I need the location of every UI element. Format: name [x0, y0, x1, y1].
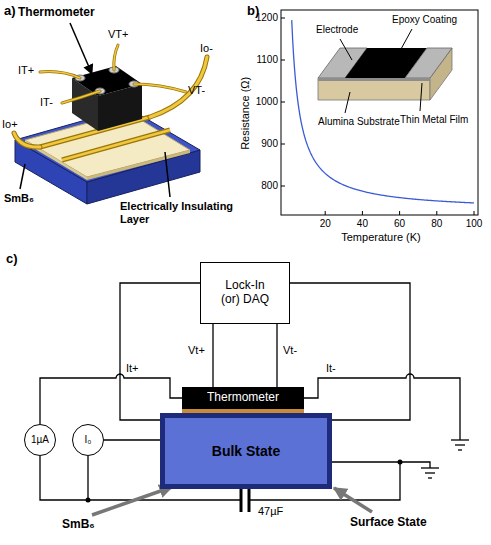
signal-label: IT+ [18, 64, 34, 77]
signal-label: Vt- [283, 344, 297, 357]
thermometer-box: Thermometer [182, 387, 304, 409]
chart-frame [281, 10, 478, 215]
wire [212, 324, 213, 387]
node-text: 1µA [31, 434, 49, 446]
leader-lines [20, 23, 170, 197]
node-text: Bulk State [212, 443, 280, 459]
node-text: Thermometer [207, 391, 279, 405]
signal-label: It- [326, 362, 336, 375]
tick-label: 20 [320, 218, 331, 230]
thermometer-inset [318, 29, 452, 113]
ground-symbol [421, 440, 469, 478]
sample-block: Bulk State [160, 413, 332, 489]
panel-label: c) [6, 252, 18, 267]
lock-in-box: Lock-In (or) DAQ [200, 262, 290, 324]
signal-label: Io+ [2, 118, 18, 131]
signal-label: It+ [126, 362, 139, 375]
callout-label: Electrically Insulating Layer [120, 200, 248, 225]
wire [276, 324, 277, 387]
current-source: 1µA [24, 424, 56, 456]
axis-title: Resistance (Ω) [240, 76, 253, 149]
callout-label: Thermometer [18, 6, 95, 20]
axis-title: Temperature (K) [341, 231, 420, 244]
tick-label: 800 [261, 180, 278, 192]
callout-label: Electrode [316, 24, 358, 36]
node-text: Lock-In (or) DAQ [221, 279, 269, 307]
callout-label: Epoxy Coating [392, 14, 457, 26]
callout-label: SmB₆ [4, 192, 34, 205]
tick-label: 60 [394, 218, 405, 230]
signal-label: Io- [200, 42, 213, 55]
callout-label: Alumina Substrate [318, 116, 400, 128]
tick-label: 900 [261, 138, 278, 150]
lead-wires [14, 45, 207, 147]
tick-label: 1000 [256, 96, 278, 108]
signal-label: Vt+ [188, 344, 205, 357]
panel-label: a) [4, 4, 16, 19]
value-label: 47µF [258, 505, 283, 518]
capacitor-symbol [241, 488, 249, 512]
signal-label: VT+ [108, 28, 128, 41]
wire [104, 439, 160, 440]
callout-label: SmB₆ [62, 518, 95, 532]
tick-label: 1200 [256, 12, 278, 24]
tick-label: 40 [357, 218, 368, 230]
node-text: I₀ [85, 434, 92, 446]
thermometer-chip [72, 66, 142, 131]
tick-label: 100 [466, 218, 483, 230]
tick-label: 80 [431, 218, 442, 230]
signal-label: VT- [188, 84, 205, 97]
tick-label: 1100 [256, 54, 278, 66]
callout-label: Thin Metal Film [400, 114, 468, 126]
current-source: I₀ [72, 424, 104, 456]
callout-label: Surface State [350, 516, 427, 530]
callout-arrows [92, 487, 372, 515]
signal-label: IT- [40, 96, 53, 109]
